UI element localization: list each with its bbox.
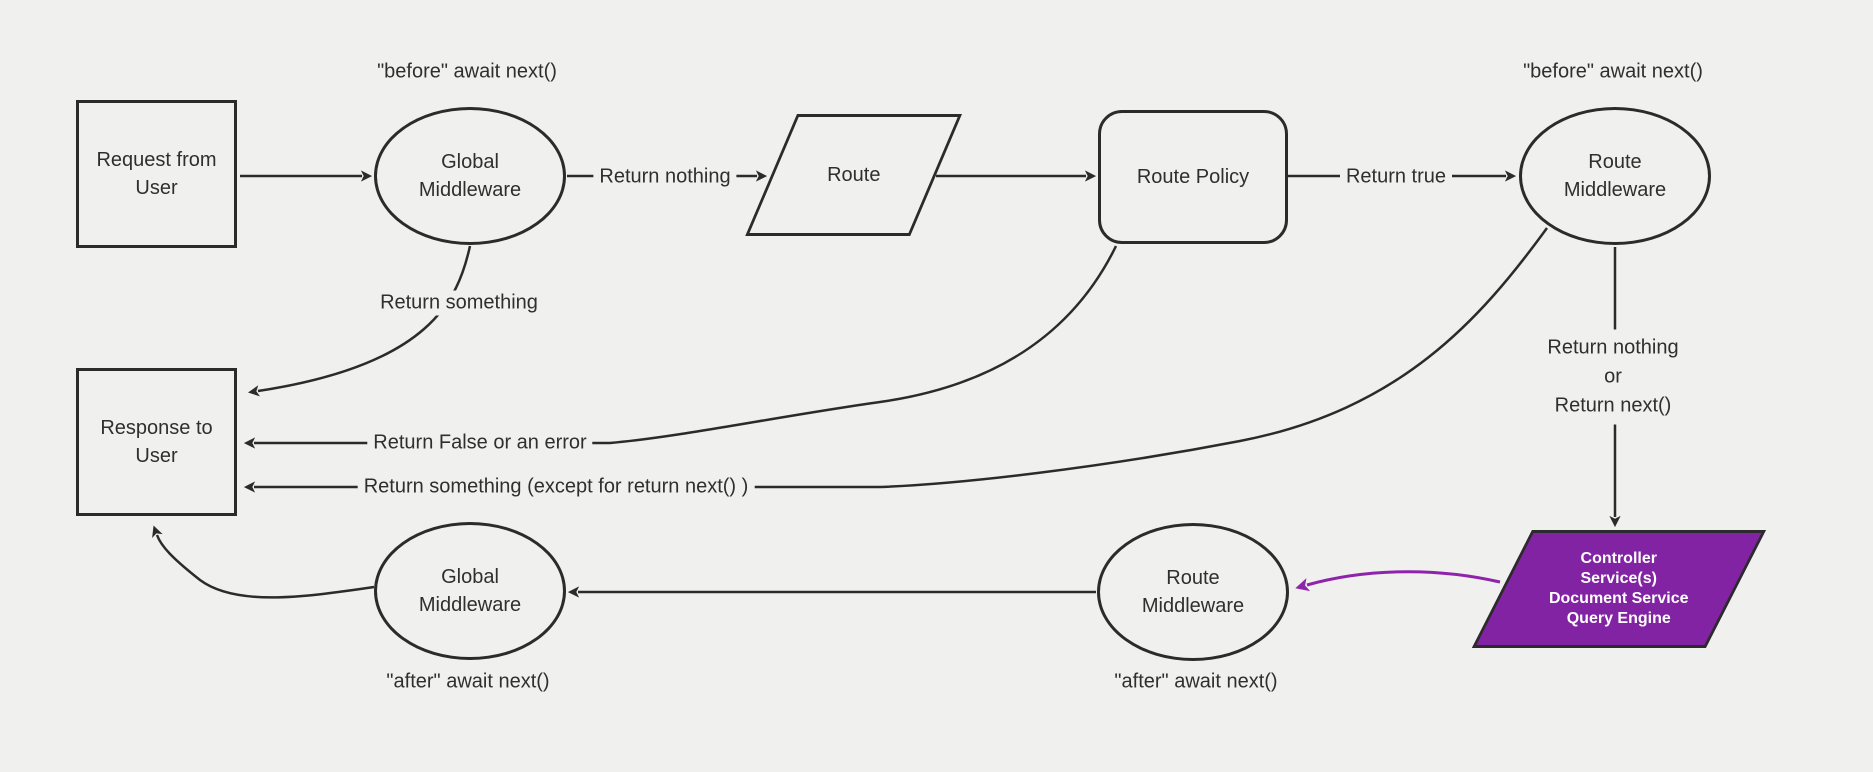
node-route-middleware-top: Route Middleware: [1519, 107, 1711, 245]
edge-label-return-something: Return something: [374, 290, 544, 316]
edge-label-return-something-except: Return something (except for return next…: [357, 474, 755, 500]
edge-route-policy-to-response: [243, 245, 1118, 449]
node-route-policy: Route Policy: [1098, 110, 1288, 244]
edge-label-return-nothing: Return nothing: [593, 164, 737, 190]
node-controller-label: Controller Service(s) Document Service Q…: [1549, 550, 1689, 627]
node-route-label: Route: [826, 164, 881, 186]
node-request-from-user: Request from User: [76, 100, 237, 248]
node-route-middleware-bottom: Route Middleware: [1097, 523, 1289, 661]
edge-label-return-true: Return true: [1339, 164, 1453, 190]
edge-global-middleware-bottom-to-response: [152, 525, 375, 599]
annotation-before-await-next-right: "before" await next(): [1523, 60, 1703, 83]
annotation-after-await-next-left: "after" await next(): [386, 670, 550, 693]
edge-label-return-false-or-error: Return False or an error: [367, 430, 593, 456]
edge-controller-to-route-middleware-bottom: [1295, 570, 1501, 592]
edge-route-middleware-to-response: [243, 227, 1549, 493]
node-global-middleware-top: Global Middleware: [374, 107, 566, 245]
node-global-middleware-bottom: Global Middleware: [374, 522, 566, 660]
edge-global-middleware-to-response: [247, 245, 472, 397]
node-response-to-user: Response to User: [76, 368, 237, 516]
annotation-before-await-next-left: "before" await next(): [377, 60, 557, 83]
edge-label-return-nothing-or-next: Return nothing or Return next(): [1539, 329, 1687, 425]
annotation-after-await-next-right: "after" await next(): [1114, 670, 1278, 693]
